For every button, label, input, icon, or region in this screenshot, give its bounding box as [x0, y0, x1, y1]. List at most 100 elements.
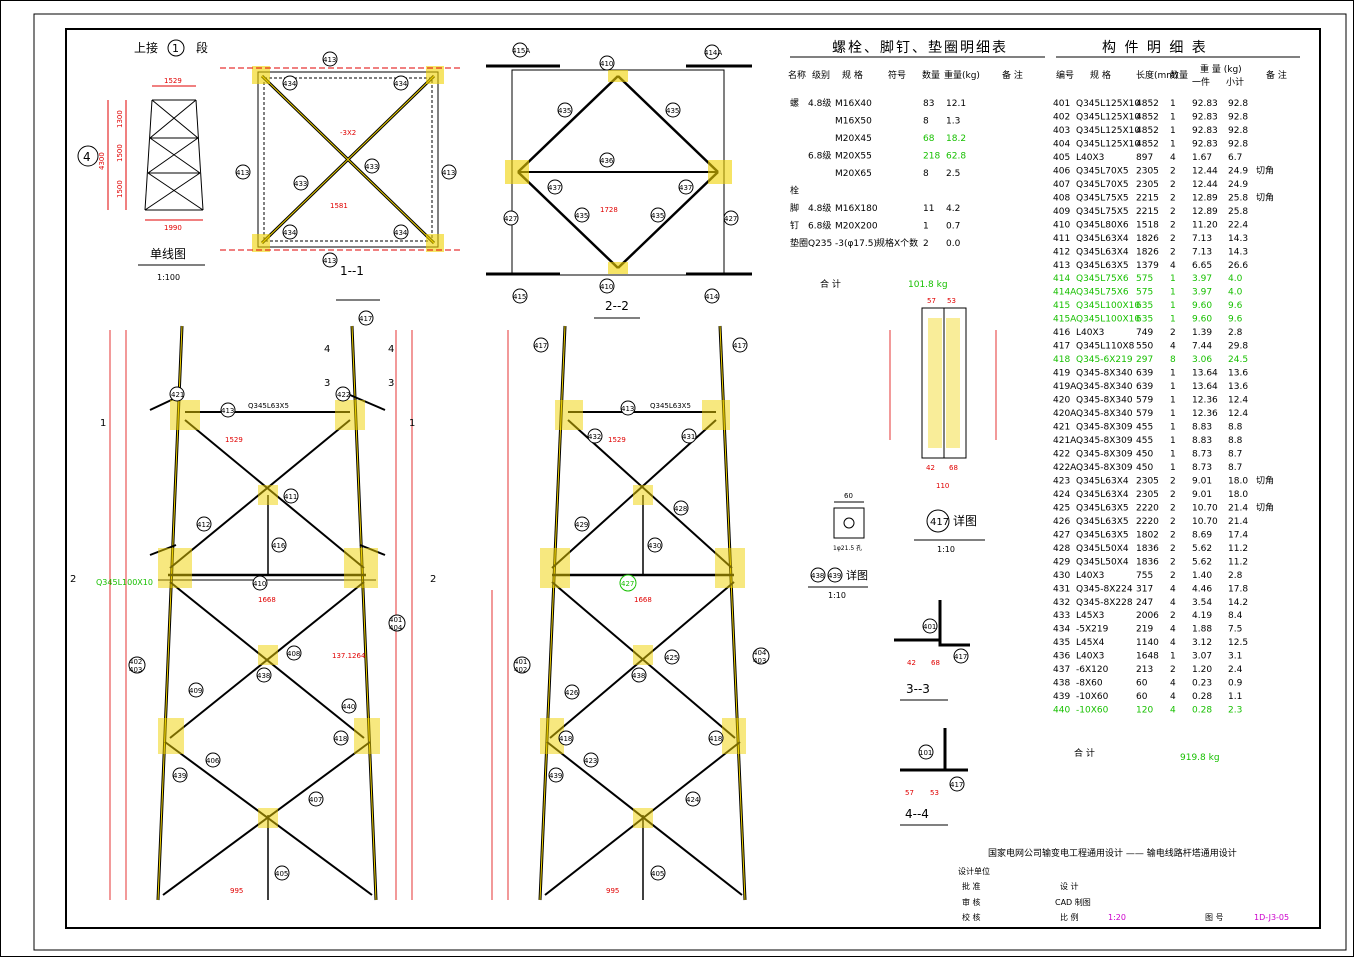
part-cell-one: 3.07 [1192, 652, 1212, 662]
detail-438-b: 439 [828, 572, 841, 580]
part-cell-spec: Q345L63X4 [1076, 247, 1129, 257]
detail-417-num: 417 [930, 517, 949, 528]
svg-text:1728: 1728 [600, 206, 618, 214]
bolt-cell-spec: M16X50 [835, 117, 872, 127]
part-cell-len: 219 [1136, 625, 1153, 635]
svg-text:438: 438 [257, 672, 270, 680]
part-cell-spec: Q345L63X4 [1076, 234, 1129, 244]
tb-scale-label: 比 例 [1060, 912, 1079, 922]
svg-text:433: 433 [365, 163, 378, 171]
part-cell-spec: -10X60 [1076, 692, 1109, 702]
tower-elevation-right: 417 417 413 432 431 429 428 430 427 425 … [491, 325, 770, 901]
detail-438-scale: 1:10 [828, 591, 846, 600]
svg-text:418: 418 [709, 735, 722, 743]
part-cell-len: 4852 [1136, 99, 1159, 109]
bolt-cell-name: 螺 [790, 98, 799, 109]
part-cell-spec: Q345L125X10 [1076, 112, 1140, 122]
part-cell-sub: 8.4 [1228, 611, 1243, 621]
bolt-cell-qty: 68 [923, 134, 935, 144]
part-cell-no: 404 [1053, 139, 1070, 149]
svg-text:413: 413 [221, 407, 234, 415]
part-cell-one: 8.83 [1192, 436, 1212, 446]
part-cell-spec: Q345L70X5 [1076, 166, 1129, 176]
svg-text:434: 434 [283, 229, 297, 237]
svg-text:414: 414 [705, 293, 719, 301]
svg-text:440: 440 [342, 703, 355, 711]
part-cell-qty: 2 [1170, 530, 1176, 540]
part-cell-one: 12.44 [1192, 180, 1218, 190]
part-cell-len: 575 [1136, 288, 1153, 298]
leg-number: 4 [83, 150, 91, 164]
part-cell-sub: 12.4 [1228, 409, 1248, 419]
part-cell-one: 8.83 [1192, 423, 1212, 433]
drawing-frame [65, 28, 1321, 929]
svg-text:2: 2 [430, 574, 436, 585]
part-cell-qty: 2 [1170, 490, 1176, 500]
part-cell-spec: -5X219 [1076, 625, 1109, 635]
part-cell-no: 401 [1053, 99, 1070, 109]
sl-dim-3: 1500 [116, 180, 124, 198]
part-cell-one: 12.89 [1192, 207, 1218, 217]
part-cell-qty: 2 [1170, 611, 1176, 621]
part-cell-spec: Q345L80X6 [1076, 220, 1129, 230]
part-cell-len: 639 [1136, 369, 1153, 379]
hole-note: 1φ21.5 孔 [833, 544, 862, 552]
part-cell-no: 426 [1053, 517, 1070, 527]
part-cell-one: 1.20 [1192, 665, 1212, 675]
part-cell-no: 418 [1053, 355, 1070, 365]
part-cell-spec: L45X4 [1076, 638, 1105, 648]
tb-check: 校 核 [962, 912, 981, 922]
part-cell-sub: 26.6 [1228, 261, 1248, 271]
part-cell-qty: 4 [1170, 598, 1176, 608]
part-cell-len: 635 [1136, 301, 1153, 311]
part-cell-len: 2305 [1136, 166, 1159, 176]
part-cell-sub: 2.3 [1228, 706, 1242, 716]
svg-text:995: 995 [230, 887, 243, 895]
svg-text:417: 417 [954, 653, 967, 661]
part-cell-no: 415A [1053, 315, 1077, 325]
part-cell-one: 1.67 [1192, 153, 1212, 163]
part-cell-spec: Q345L63X5 [1076, 517, 1129, 527]
part-cell-one: 0.23 [1192, 679, 1212, 689]
part-cell-one: 6.65 [1192, 261, 1212, 271]
part-cell-sub: 13.6 [1228, 382, 1248, 392]
tb-review: 审 核 [962, 897, 981, 907]
part-cell-spec: Q345-8X309 [1076, 449, 1133, 459]
tb-drawing-no-label: 图 号 [1205, 913, 1224, 922]
svg-text:410: 410 [253, 580, 266, 588]
part-h-qty: 数量 [1170, 69, 1188, 81]
bolt-cell-grade: 6.8级 [808, 220, 831, 232]
part-cell-spec: Q345L75X5 [1076, 193, 1129, 203]
part-cell-no: 437 [1053, 665, 1070, 675]
bolt-cell-wt: 18.2 [946, 134, 966, 144]
tower-elevation-left: 421 422 417 413 411 412 416 410 408 409 … [70, 310, 436, 901]
part-cell-no: 415 [1053, 301, 1070, 311]
part-cell-len: 4852 [1136, 126, 1159, 136]
svg-text:415: 415 [513, 293, 526, 301]
svg-text:411: 411 [284, 493, 297, 501]
bolt-cell-wt: 2.5 [946, 169, 960, 179]
bolt-total-label: 合 计 [820, 278, 841, 290]
bolt-cell-wt: 0.0 [946, 239, 961, 249]
svg-text:418: 418 [334, 735, 347, 743]
svg-text:1529: 1529 [608, 436, 626, 444]
svg-text:403: 403 [129, 666, 142, 674]
section-2-2-label: 2--2 [605, 299, 629, 313]
part-cell-qty: 1 [1170, 288, 1176, 298]
part-cell-len: 60 [1136, 679, 1148, 689]
part-table-title: 构 件 明 细 表 [1102, 40, 1208, 56]
part-cell-len: 2305 [1136, 476, 1159, 486]
part-cell-no: 421A [1053, 436, 1077, 446]
single-line-diagram: 1529 1990 4300 1300 1500 1500 单线图 1:100 [98, 77, 205, 282]
svg-text:414A: 414A [704, 49, 722, 57]
part-cell-qty: 2 [1170, 328, 1176, 338]
svg-text:1668: 1668 [258, 596, 276, 604]
part-cell-spec: Q345-8X340 [1076, 409, 1133, 419]
bolt-cell-spec: M16X40 [835, 99, 872, 109]
tb-org: 国家电网公司输变电工程通用设计 —— 输电线路杆塔通用设计 [988, 847, 1237, 859]
svg-text:435: 435 [558, 107, 571, 115]
svg-text:435: 435 [651, 212, 664, 220]
part-cell-no: 434 [1053, 625, 1070, 635]
